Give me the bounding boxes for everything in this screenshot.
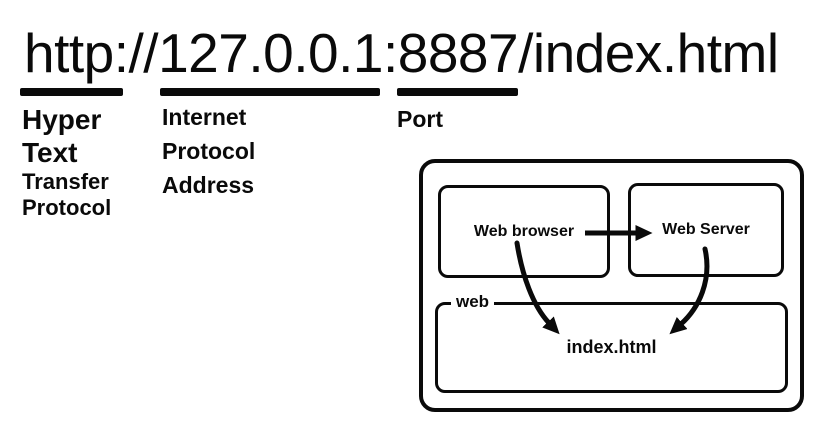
ip-expansion-line: Protocol (162, 138, 256, 164)
web-folder-box (435, 302, 788, 393)
web-server-label: Web Server (662, 221, 750, 238)
ip-expansion: Internet Protocol Address (162, 100, 255, 202)
http-expansion-line: Text (22, 137, 78, 168)
http-underline (20, 88, 123, 96)
web-folder-label: web (451, 293, 495, 310)
http-expansion-line: Hyper (22, 104, 102, 135)
web-browser-box: Web browser (438, 185, 610, 278)
ip-expansion-line: Address (162, 172, 255, 198)
ip-address-underline (160, 88, 380, 96)
url-text: http://127.0.0.1:8887/index.html (24, 22, 779, 84)
port-underline (397, 88, 518, 96)
http-expansion: Hyper Text Transfer Protocol (22, 103, 111, 221)
http-expansion-line: Transfer (22, 169, 109, 194)
web-browser-label: Web browser (473, 222, 575, 240)
index-html-label: index.html (566, 337, 657, 357)
ip-expansion-line: Internet (162, 104, 247, 130)
port-label: Port (397, 106, 443, 132)
web-server-box: Web Server (628, 183, 784, 277)
http-expansion-line: Protocol (22, 195, 112, 220)
